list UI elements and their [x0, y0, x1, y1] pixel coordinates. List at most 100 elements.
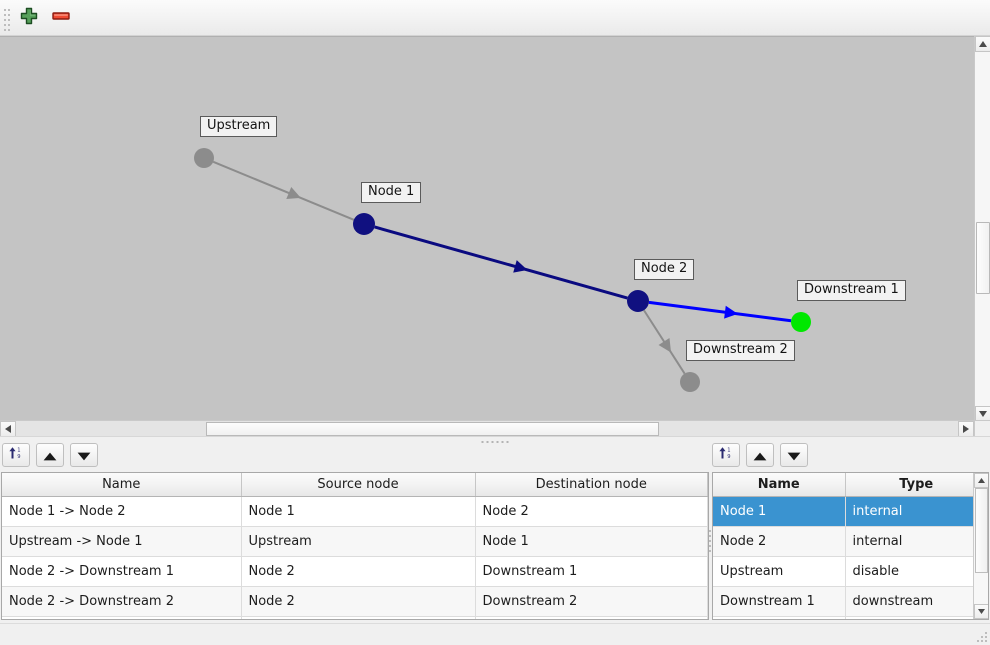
svg-text:9: 9 — [17, 454, 20, 460]
links-cell-destination[interactable]: Downstream 2 — [475, 586, 708, 617]
graph-hscroll-thumb[interactable] — [206, 422, 659, 436]
scroll-right-button[interactable] — [958, 421, 974, 437]
graph-edge-arrow-node1-node2 — [513, 260, 528, 273]
links-cell-name[interactable]: Node 2 -> Downstream 1 — [2, 556, 242, 587]
links-cell-source[interactable]: Node 2 — [241, 586, 476, 617]
remove-icon — [50, 6, 72, 30]
arrow-up-icon — [43, 446, 57, 465]
nodes-scroll-thumb[interactable] — [975, 488, 988, 573]
nodes-move-up-button[interactable] — [746, 443, 774, 467]
nodes-cell-type[interactable]: internal — [845, 526, 988, 557]
graph-node-downstream2[interactable] — [680, 372, 700, 392]
nodes-cell-type[interactable]: internal — [845, 496, 988, 527]
graph-node-upstream[interactable] — [194, 148, 214, 168]
scroll-up-button[interactable] — [975, 36, 990, 52]
links-cell-source[interactable]: Node 2 — [241, 556, 476, 587]
window-resize-grip[interactable] — [977, 632, 987, 642]
links-cell-name[interactable]: Upstream -> Node 1 — [2, 526, 242, 557]
graph-edge-arrow-node2-downstream1 — [724, 305, 738, 319]
scroll-left-button[interactable] — [0, 421, 16, 437]
add-icon — [19, 6, 39, 30]
graph-node-downstream1[interactable] — [791, 312, 811, 332]
splitter-grip — [481, 441, 509, 443]
links-column-header-1[interactable]: Source node — [241, 473, 476, 497]
nodes-move-down-button[interactable] — [780, 443, 808, 467]
graph-vertical-scrollbar[interactable] — [974, 36, 990, 422]
graph-node-label-downstream2[interactable]: Downstream 2 — [686, 340, 795, 361]
graph-horizontal-scrollbar[interactable] — [0, 420, 974, 437]
links-column-header-0[interactable]: Name — [2, 473, 242, 497]
nodes-table-scrollbar[interactable] — [973, 473, 988, 619]
svg-text:1: 1 — [727, 447, 730, 453]
links-cell-name[interactable]: Node 1 -> Node 2 — [2, 496, 242, 527]
links-cell-destination[interactable]: Downstream 1 — [475, 556, 708, 587]
nodes-sort-button[interactable]: 1 9 — [712, 443, 740, 467]
links-move-down-button[interactable] — [70, 443, 98, 467]
graph-hscroll-track[interactable] — [16, 421, 958, 436]
nodes-cell-type[interactable]: downstream — [845, 586, 988, 617]
arrow-down-icon — [787, 446, 801, 465]
tables-splitter-grip[interactable] — [709, 530, 712, 552]
nodes-table-empty-row — [713, 616, 988, 619]
graph-vscroll-track[interactable] — [975, 52, 990, 406]
horizontal-splitter[interactable] — [0, 436, 990, 446]
graph-edge-node1-node2[interactable] — [374, 225, 628, 300]
links-cell-source[interactable]: Node 1 — [241, 496, 476, 527]
nodes-cell-name[interactable]: Node 2 — [713, 526, 846, 557]
links-empty-cell — [475, 616, 708, 619]
graph-node-node1[interactable] — [353, 213, 375, 235]
add-button[interactable] — [16, 6, 42, 30]
graph-node-label-node2[interactable]: Node 2 — [634, 259, 695, 280]
links-cell-destination[interactable]: Node 2 — [475, 496, 708, 527]
nodes-column-header-0[interactable]: Name — [713, 473, 846, 497]
nodes-cell-name[interactable]: Node 1 — [713, 496, 846, 527]
links-move-up-button[interactable] — [36, 443, 64, 467]
nodes-scroll-down-button[interactable] — [974, 604, 988, 619]
graph-node-label-node1[interactable]: Node 1 — [361, 182, 422, 203]
sort-icon: 1 9 — [8, 445, 24, 465]
svg-text:1: 1 — [17, 447, 20, 453]
graph-edge-arrow-node2-downstream2 — [658, 338, 672, 353]
nodes-scroll-track[interactable] — [974, 488, 988, 604]
graph-node-label-upstream[interactable]: Upstream — [200, 116, 278, 137]
links-table-empty-row — [2, 616, 708, 619]
remove-button[interactable] — [48, 6, 74, 30]
graph-node-label-downstream1[interactable]: Downstream 1 — [797, 280, 906, 301]
graph-edge-node2-downstream1[interactable] — [648, 300, 792, 323]
nodes-scroll-up-button[interactable] — [974, 473, 988, 488]
graph-vscroll-thumb[interactable] — [976, 222, 990, 294]
nodes-empty-cell — [845, 616, 988, 619]
graph-node-node2[interactable] — [627, 290, 649, 312]
nodes-cell-name[interactable]: Downstream 1 — [713, 586, 846, 617]
links-empty-cell — [2, 616, 242, 619]
graph-edge-upstream-node1[interactable] — [212, 160, 355, 221]
links-cell-destination[interactable]: Node 1 — [475, 526, 708, 557]
nodes-cell-type[interactable]: disable — [845, 556, 988, 587]
arrow-up-icon — [753, 446, 767, 465]
links-column-header-2[interactable]: Destination node — [475, 473, 708, 497]
toolbar-drag-handle[interactable] — [4, 9, 10, 31]
nodes-column-header-1[interactable]: Type — [845, 473, 988, 497]
links-sort-button[interactable]: 1 9 — [2, 443, 30, 467]
graph-edge-arrow-upstream-node1 — [286, 186, 301, 199]
nodes-cell-name[interactable]: Upstream — [713, 556, 846, 587]
links-cell-source[interactable]: Upstream — [241, 526, 476, 557]
links-cell-name[interactable]: Node 2 -> Downstream 2 — [2, 586, 242, 617]
